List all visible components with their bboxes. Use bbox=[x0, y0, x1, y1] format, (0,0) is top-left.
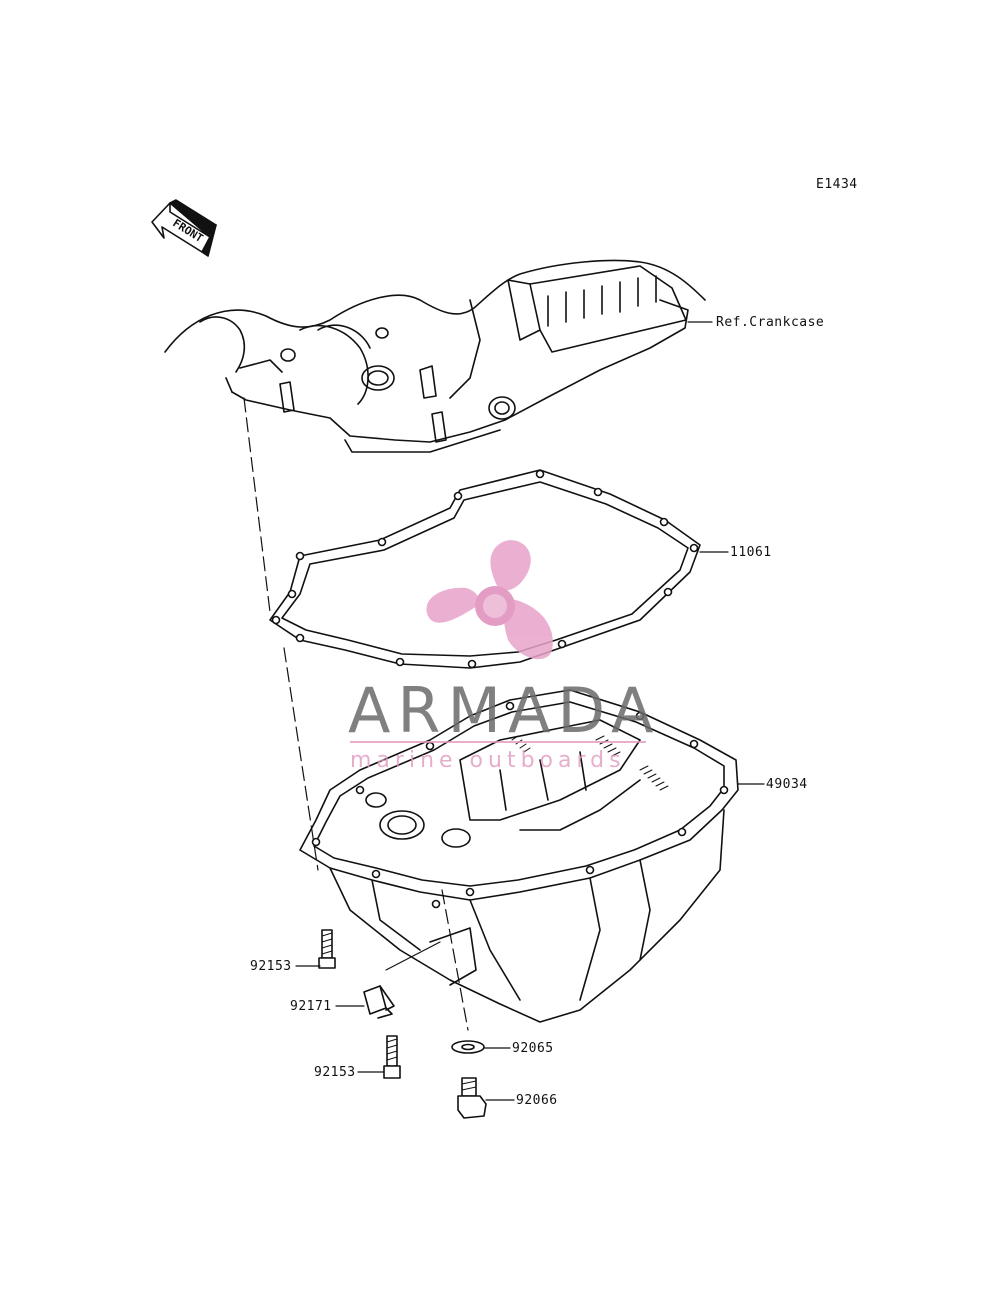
washer-icon bbox=[451, 1040, 485, 1054]
callout-bolt-lower: 92153 bbox=[314, 1065, 356, 1080]
callout-clamp: 92171 bbox=[290, 999, 332, 1014]
callout-gasket: 11061 bbox=[730, 545, 772, 560]
front-arrow-icon: FRONT bbox=[151, 199, 217, 257]
bolt-upper-icon bbox=[318, 929, 336, 969]
bolt-lower-icon bbox=[383, 1035, 401, 1079]
callout-oil-pan: 49034 bbox=[766, 777, 808, 792]
leader-lines bbox=[295, 321, 765, 1101]
watermark-logo-icon bbox=[426, 540, 553, 660]
callout-bolt-upper: 92153 bbox=[250, 959, 292, 974]
crankcase-ref bbox=[164, 259, 706, 453]
watermark-rule bbox=[350, 741, 646, 743]
clamp-icon bbox=[363, 941, 441, 1019]
callout-drain-plug: 92066 bbox=[516, 1093, 558, 1108]
diagram-code: E1434 bbox=[816, 177, 858, 192]
watermark-tagline: marine outboards bbox=[350, 748, 626, 773]
callout-washer: 92065 bbox=[512, 1041, 554, 1056]
alignment-lines bbox=[243, 397, 469, 1031]
oil-pan-gasket bbox=[269, 469, 701, 669]
callout-crankcase: Ref.Crankcase bbox=[716, 315, 825, 330]
watermark-brand: ARMADA bbox=[348, 674, 661, 747]
drain-plug-icon bbox=[457, 1077, 487, 1119]
